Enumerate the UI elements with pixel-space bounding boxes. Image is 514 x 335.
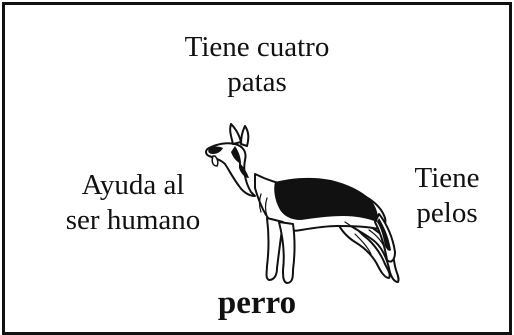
feature-right: Tiene pelos <box>395 161 499 231</box>
feature-left-line-1: Ayuda al <box>81 169 185 201</box>
feature-right-line-1: Tiene <box>414 162 480 194</box>
feature-top-line-2: patas <box>227 66 287 98</box>
german-shepherd-dog-icon <box>205 123 400 284</box>
feature-right-line-2: pelos <box>416 197 478 229</box>
feature-top: Tiene cuatro patas <box>0 30 514 100</box>
feature-left-line-2: ser humano <box>65 204 201 236</box>
feature-left: Ayuda al ser humano <box>48 168 218 238</box>
feature-top-line-1: Tiene cuatro <box>184 31 330 63</box>
center-word: perro <box>217 285 297 321</box>
